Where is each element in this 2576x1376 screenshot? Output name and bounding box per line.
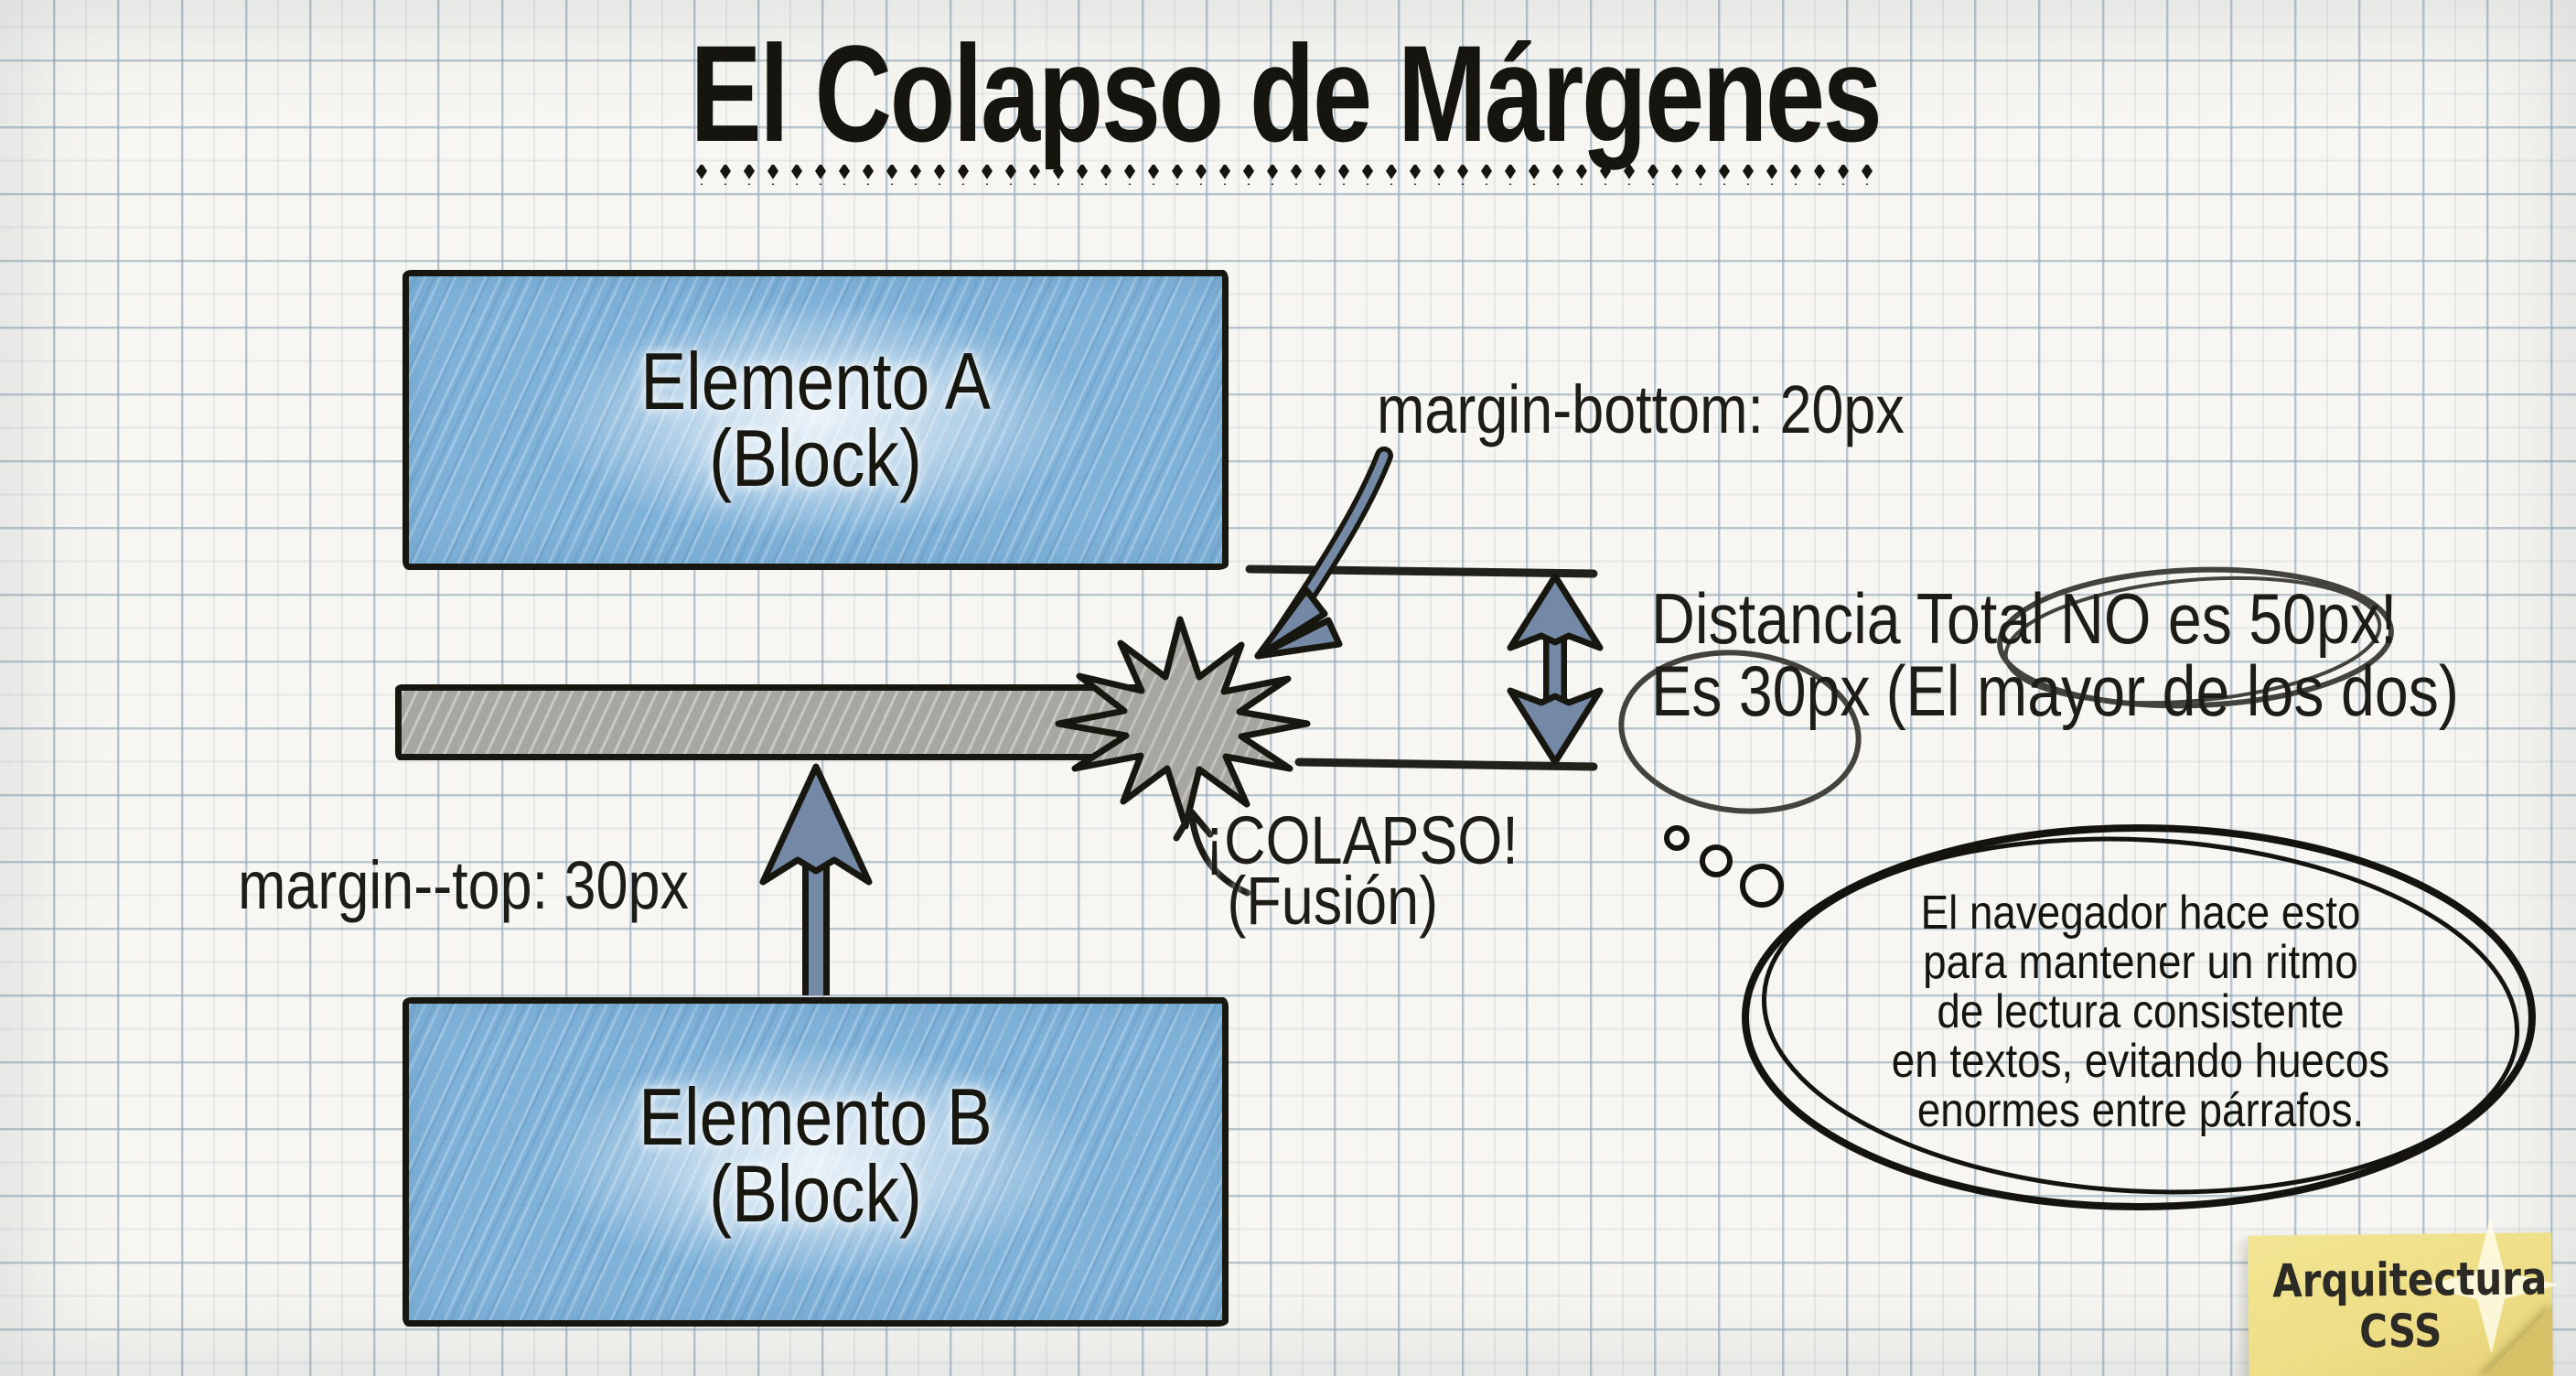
sticky-note-text: Arquitectura CSS xyxy=(2271,1252,2548,1359)
result-highlight: Es 30px xyxy=(1651,650,1871,731)
bubble-line: de lectura consistente xyxy=(1937,985,2345,1038)
block-a-glow xyxy=(541,301,1090,539)
distance-prefix: Distancia Total xyxy=(1651,578,2045,659)
block-a-label: Elemento A (Block) xyxy=(402,336,1229,503)
sticky-note: Arquitectura CSS xyxy=(2248,1232,2553,1376)
sticky-note-line2: CSS xyxy=(2358,1304,2442,1359)
distance-result-line: Es 30px(El mayor de los dos) xyxy=(1651,655,2576,727)
collapse-annotation: ¡COLAPSO! xyxy=(1205,802,1519,878)
margin-bottom-annotation: margin-bottom: 20px xyxy=(1377,371,1905,447)
no-50px-circle xyxy=(1997,566,2394,709)
bubble-line: en textos, evitando huecos xyxy=(1891,1035,2390,1088)
bubble-line: El navegador hace esto xyxy=(1920,887,2361,940)
margin-top-annotation: margin--top: 30px xyxy=(238,847,689,923)
es-30px-circle xyxy=(1618,650,1862,814)
measure-line-top xyxy=(1245,564,1598,578)
thought-bubble-trail xyxy=(1664,825,1784,908)
thought-bubble-outline xyxy=(1742,824,2536,1210)
block-a-type: (Block) xyxy=(709,413,922,503)
block-a-name: Elemento A xyxy=(640,336,991,426)
title-underline-dots xyxy=(691,165,1882,185)
collision-starburst xyxy=(1055,616,1311,830)
element-b-block xyxy=(402,997,1229,1327)
result-suffix: (El mayor de los dos) xyxy=(1885,650,2459,731)
thought-bubble-text: El navegador hace esto para mantener un … xyxy=(1793,888,2488,1135)
distance-double-arrow xyxy=(1507,573,1604,766)
bubble-line: para mantener un ritmo xyxy=(1923,936,2358,989)
measure-line-bottom xyxy=(1294,758,1598,771)
collapse-subtitle: (Fusión) xyxy=(1227,863,1439,939)
block-b-name: Elemento B xyxy=(639,1071,993,1162)
sticky-note-line1: Arquitectura xyxy=(2271,1252,2548,1308)
block-b-label: Elemento B (Block) xyxy=(402,1071,1229,1239)
distance-highlight: NO es 50px! xyxy=(2059,578,2398,659)
page-title: El Colapso de Márgenes xyxy=(690,16,1883,170)
margin-bottom-arrow xyxy=(1254,446,1393,660)
element-a-block xyxy=(402,270,1229,570)
collapsed-margin-bar xyxy=(395,684,1209,760)
block-b-glow xyxy=(541,1043,1090,1281)
collapse-pointer-arrow xyxy=(1173,809,1251,897)
bubble-line: enormes entre párrafos. xyxy=(1916,1084,2365,1137)
margin-top-arrow xyxy=(759,763,873,995)
block-b-type: (Block) xyxy=(709,1148,922,1239)
